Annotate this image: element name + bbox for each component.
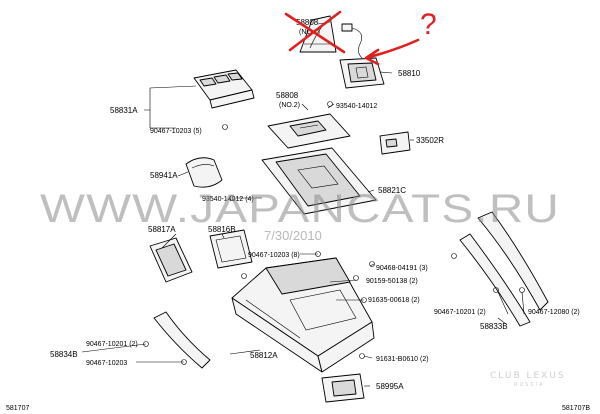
part-labels: 58808 (NO.1) 58810 58831A 90467-10203 (5… (6, 18, 590, 412)
label-58831a: 58831A (110, 106, 138, 115)
part-58808-no2-plate (267, 101, 351, 149)
watermarks: WWW.JAPANCATS.RU 7/30/2010 CLUB LEXUS RU… (40, 187, 566, 388)
label-90159-50138: 90159-50138 (2) (366, 278, 418, 285)
label-91631-b0610: 91631-B0610 (2) (376, 356, 429, 363)
label-58810: 58810 (398, 69, 421, 78)
label-58834b: 58834B (50, 350, 78, 359)
label-58821c: 58821C (378, 186, 406, 195)
leader-lines (81, 21, 525, 387)
label-90467-12080: 90467-12080 (2) (528, 309, 580, 316)
logo-text: CLUB LEXUS (490, 371, 566, 381)
part-58831a-switch-panel (193, 69, 255, 130)
label-58812a: 58812A (250, 351, 278, 360)
part-58995a-bracket (321, 373, 365, 403)
watermark-text: WWW.JAPANCATS.RU (40, 187, 560, 231)
part-58810-wire (341, 23, 363, 59)
label-58808-no1-sub: (NO.1) (299, 29, 320, 36)
label-58833b: 58833B (480, 322, 508, 331)
part-58810-shift-panel (339, 57, 385, 89)
date-stamp: 7/30/2010 (264, 228, 322, 243)
label-58808-no1: 58808 (296, 18, 319, 27)
part-58834b-left-trim (143, 311, 211, 369)
part-58816b-panel (209, 229, 253, 279)
part-33502r-plate (379, 131, 411, 155)
label-33502r: 33502R (416, 136, 444, 145)
part-58941a-lid (185, 157, 223, 188)
label-93540-14012-a: 93540-14012 (336, 103, 377, 110)
label-91635-00618: 91635-00618 (2) (368, 297, 420, 304)
part-58833b-right-trim (451, 211, 549, 327)
red-question-mark: ? (420, 8, 437, 41)
red-annotations: ? (284, 8, 437, 66)
label-93540-14012-b: 93540-14012 (4) (202, 196, 254, 203)
label-90467-10203-8: 90467-10203 (8) (248, 252, 300, 259)
label-90467-10201-a: 90467-10201 (2) (86, 341, 138, 348)
corner-code-left: 581707 (6, 405, 29, 412)
label-58808-no2-sub: (NO.2) (279, 102, 300, 109)
label-90468-04191: 90468-04191 (3) (376, 265, 428, 272)
red-cross-mark (284, 10, 346, 54)
part-58817a-pocket (149, 237, 193, 283)
label-58816b: 58816B (208, 225, 236, 234)
label-90467-10203-b: 90467-10203 (86, 360, 127, 367)
label-58995a: 58995A (376, 382, 404, 391)
label-90467-10203-5: 90467-10203 (5) (150, 128, 202, 135)
red-arrow (364, 38, 420, 66)
label-58941a: 58941A (150, 171, 178, 180)
label-90467-10201-b: 90467-10201 (2) (434, 309, 486, 316)
label-58817a: 58817A (148, 225, 176, 234)
part-58812a-console-box (231, 257, 375, 373)
corner-code-right: 581707B (562, 405, 590, 412)
label-58808-no2: 58808 (276, 91, 299, 100)
logo-subtext: RUSSIA (514, 382, 544, 388)
part-58821c-upper-panel (229, 147, 377, 215)
